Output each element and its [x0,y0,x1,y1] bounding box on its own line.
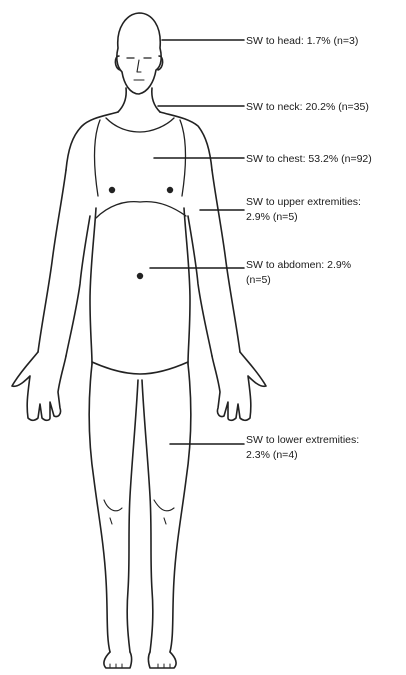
collar [106,118,174,132]
left-hand [12,352,66,420]
pectoral-line [96,202,186,218]
right-hand [212,352,266,420]
torso-left [90,208,96,364]
label-chest: SW to chest: 53.2% (n=92) [246,152,372,167]
head-outline [117,13,161,94]
left-leg-inner [127,380,138,652]
right-nipple [168,188,173,193]
label-neck: SW to neck: 20.2% (n=35) [246,100,369,115]
label-head: SW to head: 1.7% (n=3) [246,34,358,49]
navel [138,274,143,279]
label-upper-extremities: SW to upper extremities: 2.9% (n=5) [246,195,402,225]
left-knee [104,500,122,524]
left-arm-outer [38,170,66,352]
torso-right [184,208,190,364]
label-lower-extremities: SW to lower extremities: 2.3% (n=4) [246,433,402,463]
hip-line [92,362,188,374]
leader-lines [150,40,244,444]
left-nipple [110,188,115,193]
left-shoulder [66,112,118,170]
label-abdomen: SW to abdomen: 2.9% (n=5) [246,258,366,288]
right-arm-outer [212,170,240,352]
neck-right [152,88,160,112]
right-knee [154,500,174,524]
right-arm-inner [188,216,212,356]
left-arm-inner [66,216,90,356]
left-leg-outer [89,364,110,652]
left-foot [104,652,132,668]
nose [137,60,141,72]
neck-left [118,88,126,112]
right-leg-inner [142,380,153,652]
left-chest-side [95,120,101,196]
right-foot [149,652,177,668]
